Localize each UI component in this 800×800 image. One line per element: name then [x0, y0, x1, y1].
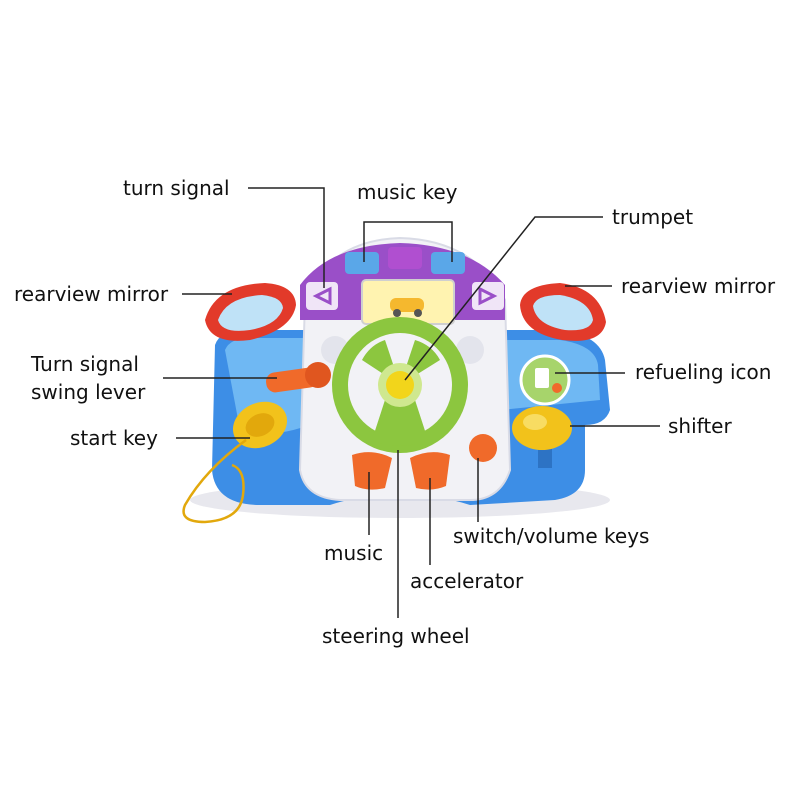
leader-lines [163, 187, 660, 618]
label-turn-signal: turn signal [123, 176, 230, 200]
trumpet-horn-button[interactable] [386, 371, 414, 399]
right-arrow-icon[interactable] [472, 282, 504, 310]
speaker-right [456, 336, 484, 364]
turn-signal-lever[interactable] [265, 362, 331, 394]
start-key-shape[interactable] [182, 393, 295, 524]
leader-trumpet [404, 216, 603, 381]
music-pedal[interactable] [352, 452, 392, 490]
music-key-2[interactable] [388, 247, 422, 269]
left-arrow-icon[interactable] [306, 282, 338, 310]
leader-music-key [363, 221, 453, 262]
music-key-1[interactable] [345, 252, 379, 274]
label-music-key: music key [357, 180, 458, 204]
rearview-mirror-right[interactable] [520, 283, 606, 341]
music-key-3[interactable] [431, 252, 465, 274]
accelerator-pedal[interactable] [410, 452, 450, 490]
rearview-mirror-left[interactable] [205, 283, 296, 341]
label-music: music [324, 541, 384, 565]
car-screen-icon [361, 279, 455, 325]
label-rearview-mirror-right: rearview mirror [621, 274, 776, 298]
steering-wheel-shape[interactable] [332, 317, 468, 453]
label-accelerator: accelerator [410, 569, 524, 593]
label-steering-wheel: steering wheel [322, 624, 470, 648]
switch-volume-knob[interactable] [469, 434, 497, 462]
fuel-icon[interactable] [519, 354, 571, 406]
shifter-shape[interactable] [512, 406, 572, 468]
label-start-key: start key [70, 426, 158, 450]
label-refueling-icon: refueling icon [635, 360, 772, 384]
label-switch-volume-keys: switch/volume keys [453, 524, 650, 548]
label-rearview-mirror-left: rearview mirror [14, 282, 169, 306]
label-trumpet: trumpet [612, 205, 694, 229]
leader-turn-signal [248, 187, 325, 288]
label-shifter: shifter [668, 414, 732, 438]
label-turn-signal-swing-lever: Turn signal swing lever [31, 352, 146, 404]
